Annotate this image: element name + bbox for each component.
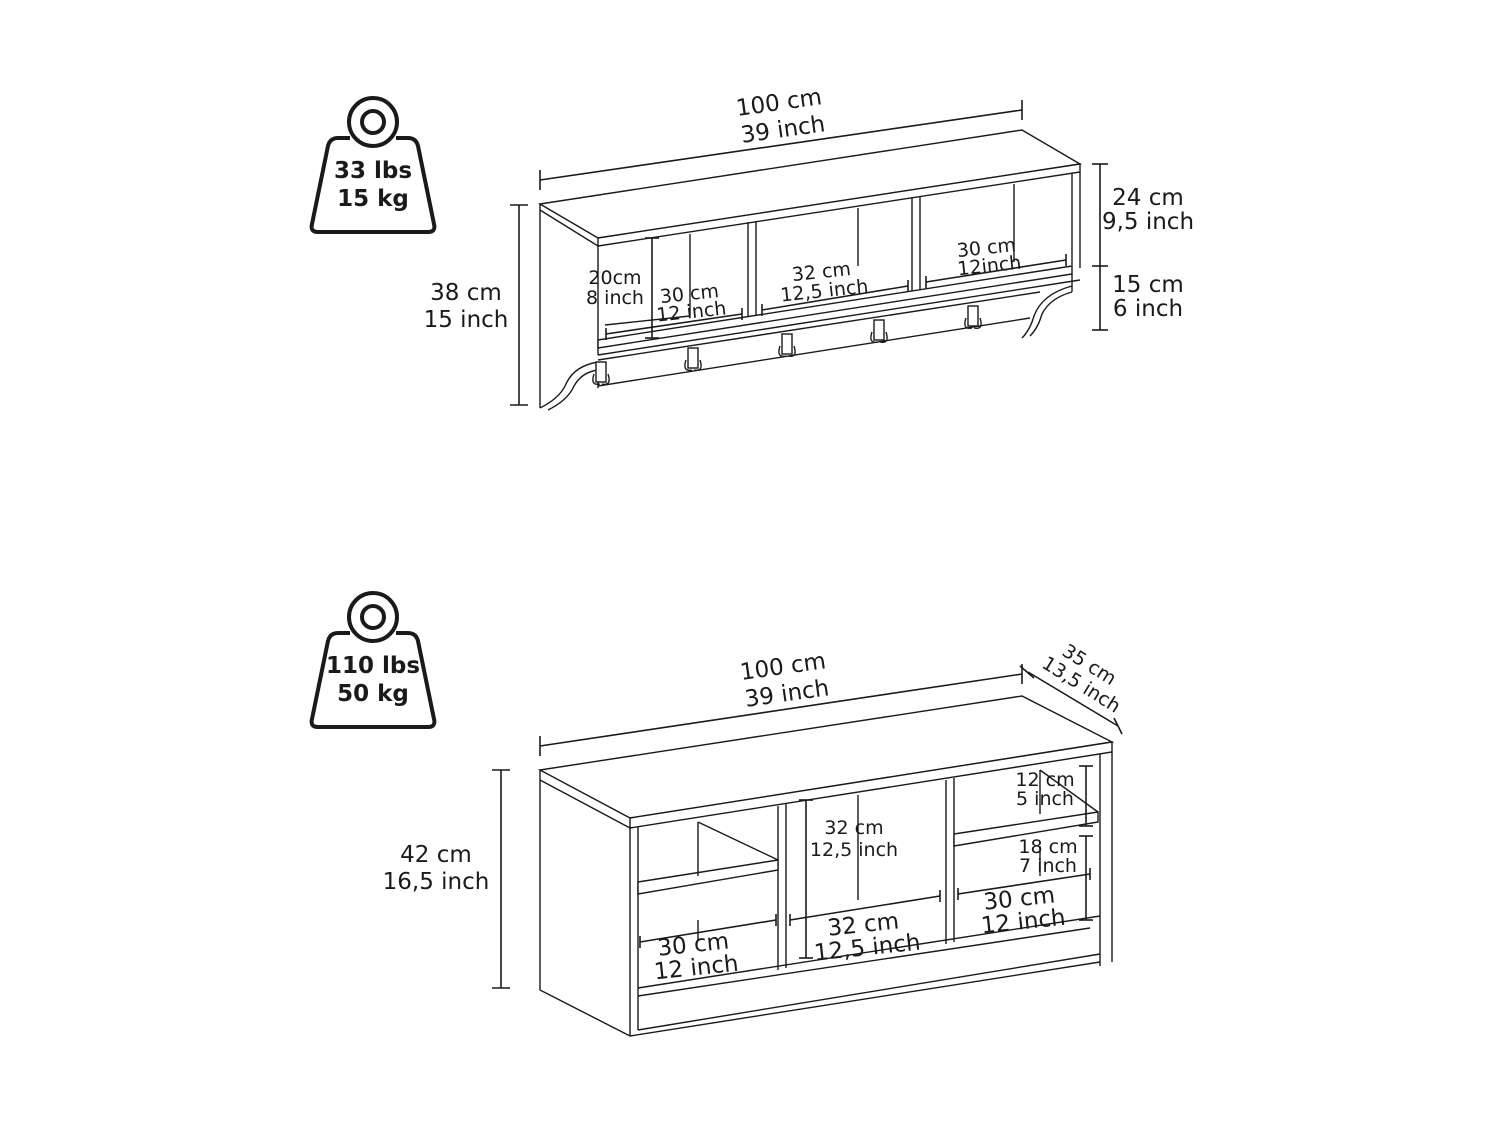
wall-shelf-upper-height-inch: 9,5 inch bbox=[1102, 209, 1194, 235]
bench-height-cm: 42 cm bbox=[400, 842, 472, 868]
wall-shelf-cubby-height-inch: 8 inch bbox=[586, 287, 644, 309]
bench-height-dimension: 42 cm 16,5 inch bbox=[383, 769, 510, 989]
coat-hook-icon bbox=[870, 319, 888, 343]
coat-hook-icon bbox=[778, 333, 796, 357]
bench-right-top-height-inch: 5 inch bbox=[1016, 788, 1074, 810]
wall-shelf-lower-height-inch: 6 inch bbox=[1113, 296, 1183, 322]
wall-shelf-height-inch: 15 inch bbox=[424, 307, 509, 333]
bench-right-mid-height-inch: 7 inch bbox=[1019, 855, 1077, 877]
wall-shelf-height-dimension: 38 cm 15 inch bbox=[424, 204, 528, 406]
coat-hook-icon bbox=[592, 361, 610, 385]
wall-shelf-lower-height-cm: 15 cm bbox=[1112, 272, 1184, 298]
wall-shelf-weight-kg: 15 kg bbox=[337, 186, 409, 212]
bench-middle-height-inch: 12,5 inch bbox=[810, 839, 898, 861]
bench-weight-lbs: 110 lbs bbox=[326, 653, 420, 679]
wall-shelf-height-cm: 38 cm bbox=[430, 280, 502, 306]
bench-weight-icon: 110 lbs 50 kg bbox=[309, 591, 437, 729]
wall-shelf-weight-icon: 33 lbs 15 kg bbox=[309, 96, 437, 234]
coat-hook-icon bbox=[964, 305, 982, 329]
wall-shelf-weight-lbs: 33 lbs bbox=[334, 158, 412, 184]
wall-shelf-drawing bbox=[537, 129, 1083, 411]
coat-hook-icon bbox=[684, 347, 702, 371]
bench-right-top-height-cm: 12 cm bbox=[1015, 769, 1074, 791]
wall-shelf-upper-height-cm: 24 cm bbox=[1112, 185, 1184, 211]
wall-shelf-side-dimensions: 24 cm 9,5 inch 15 cm 6 inch bbox=[1092, 163, 1194, 331]
bench-weight-kg: 50 kg bbox=[337, 681, 409, 707]
bench-right-mid-height-cm: 18 cm bbox=[1018, 836, 1077, 858]
wall-shelf-cubby-height-cm: 20cm bbox=[588, 267, 641, 289]
bench-drawing bbox=[537, 695, 1115, 1037]
bench-width-dimension: 100 cm 39 inch bbox=[539, 648, 1023, 756]
bench-middle-height-cm: 32 cm bbox=[824, 817, 883, 839]
bench-height-inch: 16,5 inch bbox=[383, 869, 490, 895]
